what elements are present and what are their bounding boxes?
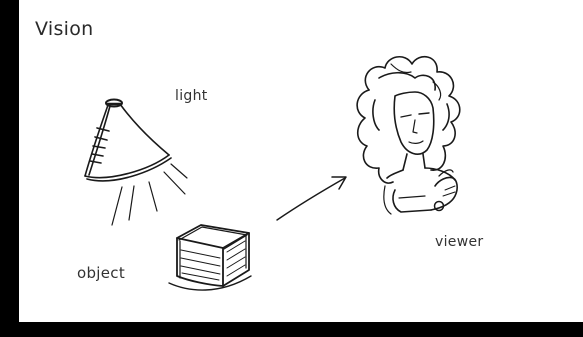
person-icon: [357, 57, 460, 214]
diagram-title: Vision: [35, 18, 94, 40]
box-icon: [169, 225, 251, 290]
viewer-label: viewer: [435, 234, 483, 250]
diagram-panel: Vision light object viewer: [19, 0, 583, 322]
lamp-icon: [85, 100, 187, 226]
object-label: object: [77, 264, 125, 282]
light-label: light: [175, 88, 208, 104]
arrow-icon: [277, 177, 346, 220]
